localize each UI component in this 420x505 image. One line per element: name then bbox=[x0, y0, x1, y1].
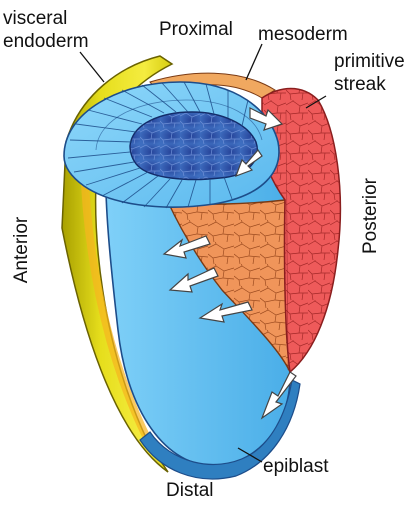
label-visceral: visceral bbox=[3, 8, 67, 29]
label-epiblast: epiblast bbox=[263, 456, 329, 477]
label-mesoderm: mesoderm bbox=[258, 24, 348, 45]
label-primitive: primitive bbox=[334, 51, 405, 72]
label-proximal: Proximal bbox=[159, 19, 233, 40]
label-anterior: Anterior bbox=[11, 216, 32, 283]
label-posterior: Posterior bbox=[360, 177, 381, 254]
label-endoderm: endoderm bbox=[3, 31, 89, 52]
label-distal: Distal bbox=[166, 480, 214, 500]
label-streak: streak bbox=[334, 74, 386, 95]
